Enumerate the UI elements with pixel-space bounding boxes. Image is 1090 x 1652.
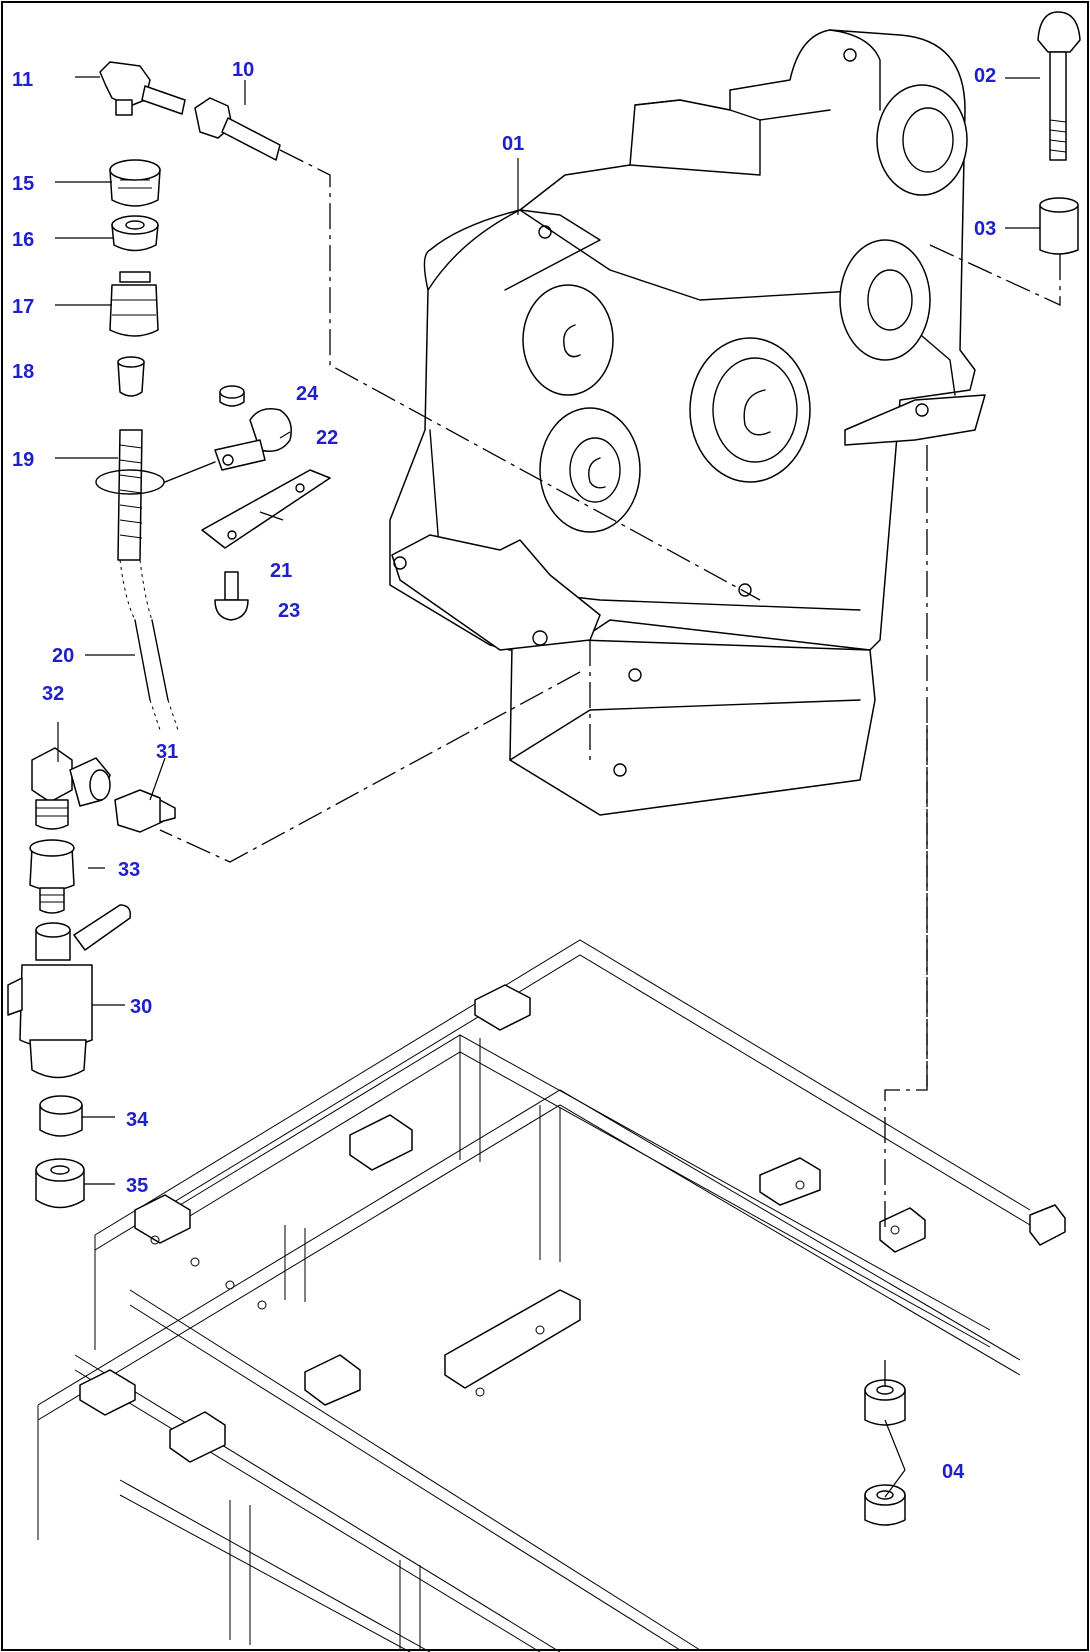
callout-21: 21 bbox=[270, 560, 292, 582]
elbow-32 bbox=[31, 747, 111, 830]
callout-02: 02 bbox=[974, 65, 996, 87]
callout-16: 16 bbox=[12, 229, 34, 251]
clamp-22 bbox=[164, 408, 292, 483]
nut-15 bbox=[109, 159, 161, 207]
callout-01: 01 bbox=[502, 133, 524, 155]
fitting-34 bbox=[39, 1095, 83, 1137]
callout-17: 17 bbox=[12, 296, 34, 318]
chassis-frame bbox=[37, 939, 1066, 1652]
assembly-lines bbox=[159, 149, 1061, 1390]
callout-23: 23 bbox=[278, 600, 300, 622]
callout-31: 31 bbox=[156, 741, 178, 763]
callout-32: 32 bbox=[42, 683, 64, 705]
callout-04: 04 bbox=[942, 1461, 965, 1483]
callout-03: 03 bbox=[974, 218, 996, 240]
hose-20 bbox=[134, 619, 179, 731]
spacer-03 bbox=[1039, 197, 1079, 255]
callouts: 11 10 01 02 03 15 16 17 18 24 22 19 21 2… bbox=[12, 59, 996, 1483]
fitting-33 bbox=[29, 839, 75, 914]
leader-lines bbox=[55, 76, 1040, 1498]
callout-18: 18 bbox=[12, 361, 34, 383]
callout-20: 20 bbox=[52, 645, 74, 667]
nuts-04 bbox=[864, 1379, 906, 1526]
callout-22: 22 bbox=[316, 427, 338, 449]
union-10 bbox=[194, 97, 281, 161]
gearbox-housing bbox=[389, 29, 986, 816]
callout-30: 30 bbox=[130, 996, 152, 1018]
callout-19: 19 bbox=[12, 449, 34, 471]
callout-34: 34 bbox=[126, 1109, 149, 1131]
callout-35: 35 bbox=[126, 1175, 148, 1197]
callout-15: 15 bbox=[12, 173, 34, 195]
callout-24: 24 bbox=[296, 383, 319, 405]
elbow-fitting-11 bbox=[99, 61, 186, 116]
callout-10: 10 bbox=[232, 59, 254, 81]
valve-30 bbox=[7, 904, 132, 1079]
plate-21 bbox=[201, 469, 331, 549]
fitting-17 bbox=[109, 271, 159, 337]
bolt-02 bbox=[1037, 11, 1081, 161]
screw-23 bbox=[214, 571, 249, 621]
hose-19 bbox=[95, 429, 165, 621]
nut-35 bbox=[35, 1158, 85, 1209]
callout-11: 11 bbox=[12, 69, 33, 91]
callout-33: 33 bbox=[118, 859, 140, 881]
seal-16 bbox=[111, 215, 159, 252]
ferrule-18 bbox=[117, 356, 145, 397]
nut-24 bbox=[219, 385, 245, 407]
adapter-31 bbox=[114, 789, 176, 833]
